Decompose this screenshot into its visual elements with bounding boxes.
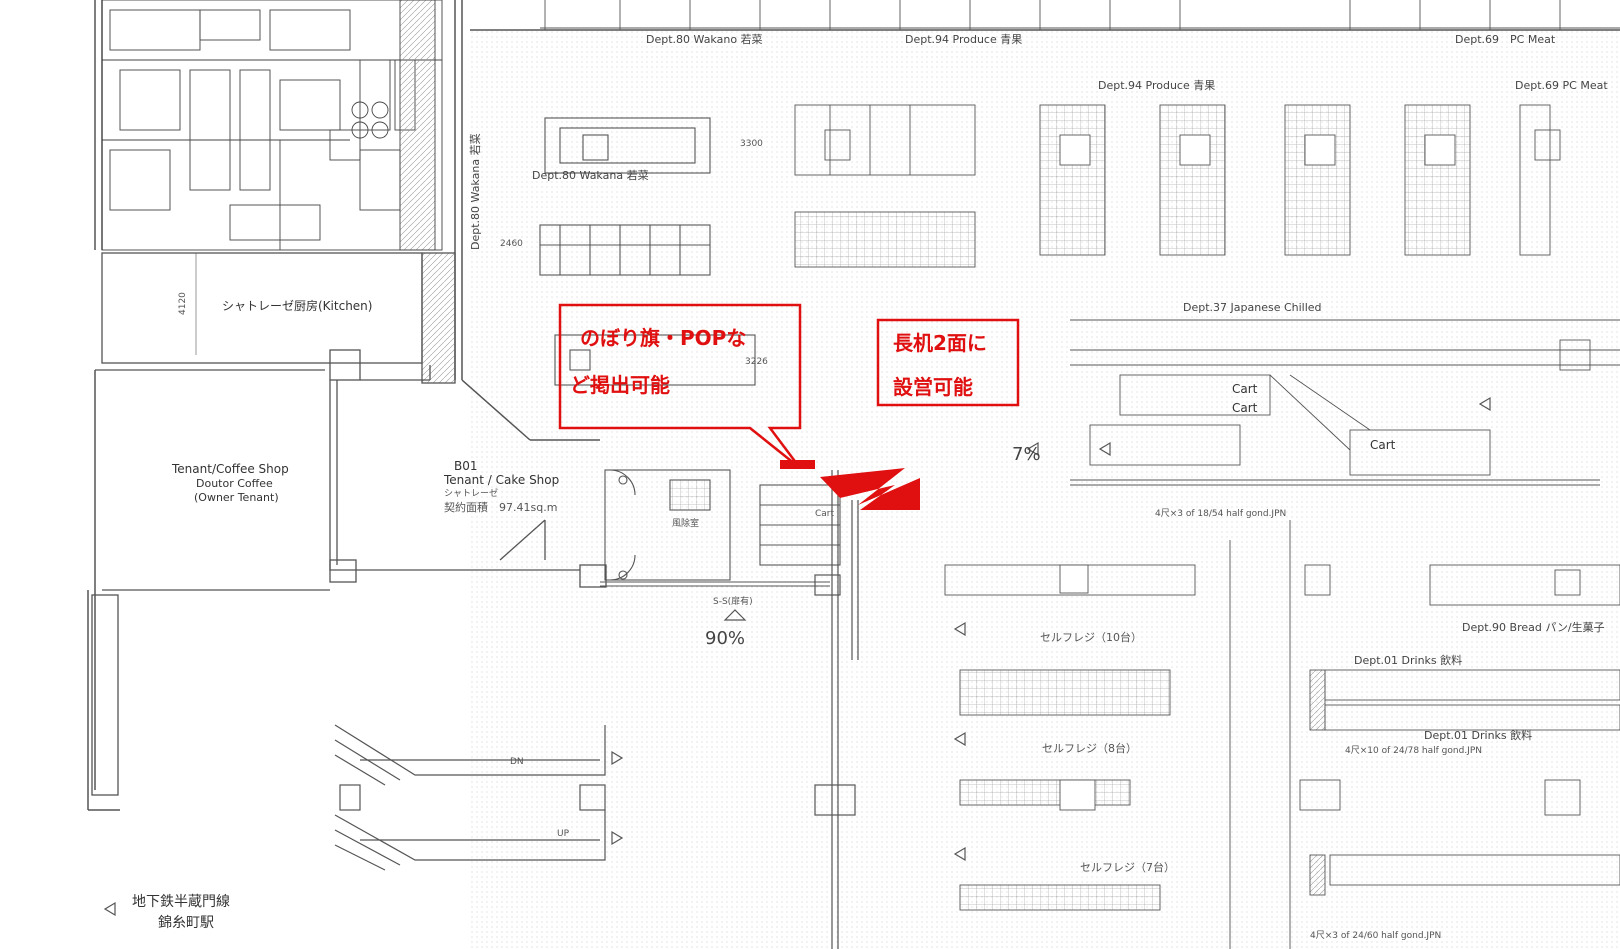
half-gondola-label-3: 4尺×3 of 24/60 half gond.JPN [1310, 931, 1442, 941]
cake-shop-label: Tenant / Cake Shop [444, 473, 560, 487]
kitchen-room [101, 252, 456, 384]
callout-boxes [558, 303, 1020, 469]
wakana-counters [539, 117, 756, 386]
coffee-shop-label-2: Doutor Coffee [196, 477, 273, 490]
desk-callout-box [876, 318, 1020, 407]
half-gondola-label-1: 4尺×3 of 18/54 half gond.JPN [1155, 509, 1287, 519]
coffee-shop-label-1: Tenant/Coffee Shop [172, 462, 289, 476]
dept94-top-label: Dept.94 Produce 青果 [905, 33, 1023, 46]
red-lightning-mark [820, 468, 920, 510]
dim-3300: 3300 [740, 139, 763, 149]
ss-door-label: S-S(扉有) [713, 597, 753, 607]
dim-4120: 4120 [178, 292, 188, 315]
cart-label-4: Cart [815, 509, 835, 519]
nobori-callout-box [558, 303, 802, 469]
red-marker-bar [780, 460, 815, 469]
kitchen-equipment [101, 0, 443, 251]
desk-callout-line2: 設営可能 [893, 375, 973, 399]
dept80-mid-label: Dept.80 Wakana 若菜 [532, 169, 649, 182]
self-register-7-label: セルフレジ（7台） [1080, 861, 1175, 874]
direction-arrows [103, 396, 1491, 917]
top-shelves [540, 0, 1620, 30]
vertical-corridor [814, 470, 859, 949]
desk-callout-line1: 長机2面に [893, 331, 987, 355]
coffee-shop-walls [91, 349, 361, 796]
cart-label-3: Cart [1370, 438, 1396, 452]
half-gondola-label-2: 4尺×10 of 24/78 half gond.JPN [1345, 746, 1482, 756]
chilled-shelves [1070, 319, 1620, 486]
dept80-top-label: Dept.80 Wakano 若菜 [646, 33, 763, 46]
dept-drinks-label-2: Dept.01 Drinks 飲料 [1424, 729, 1533, 742]
cake-shop [329, 365, 607, 588]
dept80-vertical-label: Dept.80 Wakana 若菜 [469, 133, 482, 250]
kitchen-label: シャトレーゼ厨房(Kitchen) [222, 299, 373, 313]
escalators [334, 724, 624, 871]
percent-90-label: 90% [705, 628, 746, 649]
escalator-dn-label: DN [510, 757, 524, 767]
dimension-texts: 4120 3226 3300 2460 [178, 139, 768, 367]
dept-bread-label: Dept.90 Bread パン/生菓子 [1462, 621, 1605, 634]
station-line-label: 地下鉄半蔵門線 [132, 894, 230, 910]
dept69-label: Dept.69 PC Meat [1515, 79, 1608, 92]
b01-label: B01 [454, 459, 478, 473]
bread-drinks-shelves [1309, 564, 1620, 896]
dept-drinks-label-1: Dept.01 Drinks 飲料 [1354, 654, 1463, 667]
cart-label-1: Cart [1232, 382, 1258, 396]
dept69-top-label: Dept.69 PC Meat [1455, 33, 1556, 46]
percent-7-label: 7% [1012, 444, 1041, 465]
escalator-up-label: UP [557, 829, 570, 839]
dept94-label: Dept.94 Produce 青果 [1098, 79, 1216, 92]
self-register-8-label: セルフレジ（8台） [1042, 742, 1137, 755]
self-registers [944, 520, 1341, 949]
prep-room [600, 469, 841, 587]
coffee-shop-label-3: (Owner Tenant) [194, 491, 279, 504]
cart-label-2: Cart [1232, 401, 1258, 415]
station-name-label: 錦糸町駅 [158, 915, 214, 931]
dim-3226: 3226 [745, 357, 768, 367]
prep-room-label: 風除室 [672, 519, 700, 529]
nobori-callout-line2: ど掲出可能 [570, 373, 670, 397]
produce-tables [794, 104, 1561, 268]
self-register-10-label: セルフレジ（10台） [1040, 631, 1142, 644]
nobori-callout-line1: のぼり旗・POPな [580, 326, 747, 350]
dim-2460: 2460 [500, 239, 523, 249]
dept-japanese-label: Dept.37 Japanese Chilled [1183, 301, 1322, 314]
cake-shop-name: シャトレーゼ [444, 489, 499, 499]
cake-shop-area: 契約面積 97.41sq.m [444, 501, 558, 514]
